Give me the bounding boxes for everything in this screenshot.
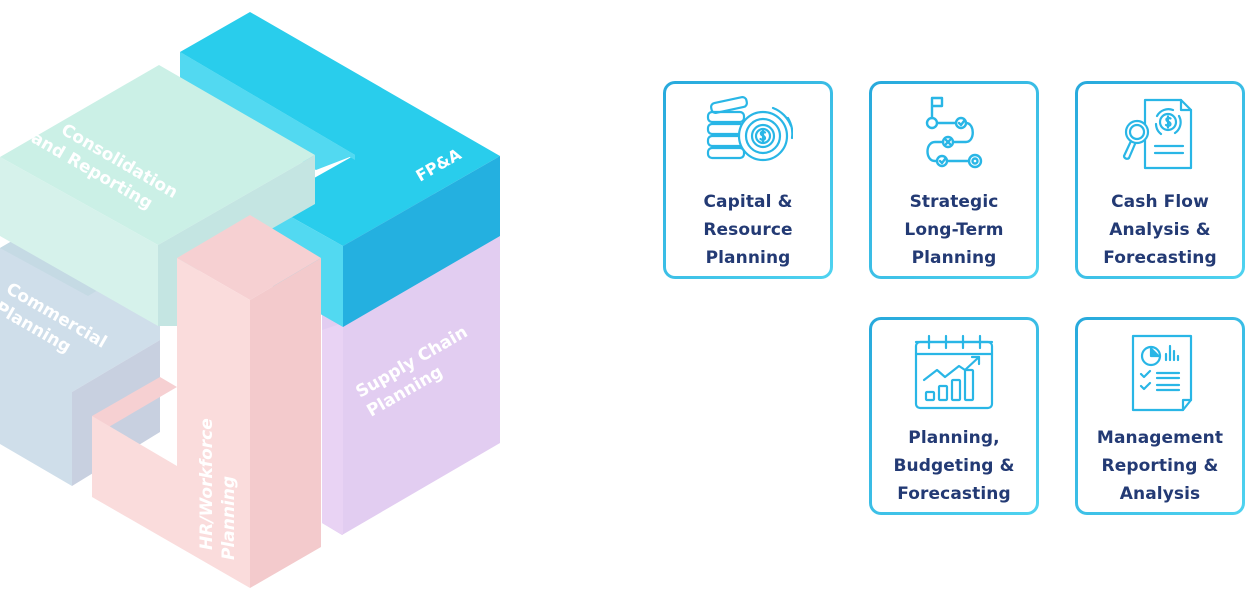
- card-management-reporting-analysis[interactable]: Management Reporting & Analysis: [1075, 317, 1245, 515]
- card-body: Planning, Budgeting & Forecasting: [872, 320, 1036, 512]
- block-hr-workforce-planning: HR/Workforce Planning: [92, 215, 321, 588]
- card-label-line-3: Forecasting: [1103, 248, 1217, 268]
- card-body: Management Reporting & Analysis: [1078, 320, 1242, 512]
- card-planning-budgeting-forecasting[interactable]: Planning, Budgeting & Forecasting: [869, 317, 1039, 515]
- card-label-line-2: Resource: [703, 220, 793, 240]
- card-label-line-3: Analysis: [1119, 484, 1201, 504]
- card-label-line-1: Strategic: [909, 192, 999, 212]
- hr-label-line-1: HR/Workforce: [197, 418, 217, 550]
- card-label-line-1: Cash Flow: [1111, 192, 1209, 212]
- hr-label-line-2: Planning: [219, 476, 239, 560]
- card-capital-resource-planning[interactable]: Capital & Resource Planning: [663, 81, 833, 279]
- card-label-line-2: Long-Term: [904, 220, 1004, 240]
- card-label-line-2: Reporting &: [1101, 456, 1219, 476]
- card-body: Cash Flow Analysis & Forecasting: [1078, 84, 1242, 276]
- card-label: Management Reporting & Analysis: [1097, 424, 1223, 508]
- card-label-line-2: Analysis &: [1109, 220, 1211, 240]
- svg-text:HR/Workforce Planning: HR/Workforce Planning: [197, 412, 239, 560]
- card-cash-flow-analysis-forecasting[interactable]: Cash Flow Analysis & Forecasting: [1075, 81, 1245, 279]
- card-label-line-2: Budgeting &: [893, 456, 1015, 476]
- card-label-line-3: Planning: [911, 248, 997, 268]
- card-label-line-3: Planning: [705, 248, 791, 268]
- card-label-line-1: Capital &: [703, 192, 793, 212]
- card-body: Capital & Resource Planning: [666, 84, 830, 276]
- card-label-line-1: Planning,: [908, 428, 1000, 448]
- card-label: Capital & Resource Planning: [703, 188, 792, 272]
- card-label-line-1: Management: [1096, 428, 1224, 448]
- card-label-line-3: Forecasting: [897, 484, 1011, 504]
- card-label: Cash Flow Analysis & Forecasting: [1103, 188, 1217, 272]
- calendar-growth-chart-icon: [914, 334, 994, 410]
- roadmap-path-icon: [925, 96, 983, 169]
- document-magnifier-dollar-icon: [1122, 98, 1193, 170]
- report-checklist-chart-icon: [1131, 334, 1193, 412]
- card-label: Strategic Long-Term Planning: [904, 188, 1003, 272]
- card-strategic-long-term-planning[interactable]: Strategic Long-Term Planning: [869, 81, 1039, 279]
- card-body: Strategic Long-Term Planning: [872, 84, 1036, 276]
- card-label: Planning, Budgeting & Forecasting: [894, 424, 1015, 508]
- isometric-cube-diagram: Commercial Planning Supply Chain Plannin…: [0, 12, 500, 588]
- coins-gear-dollar-icon: [706, 96, 793, 162]
